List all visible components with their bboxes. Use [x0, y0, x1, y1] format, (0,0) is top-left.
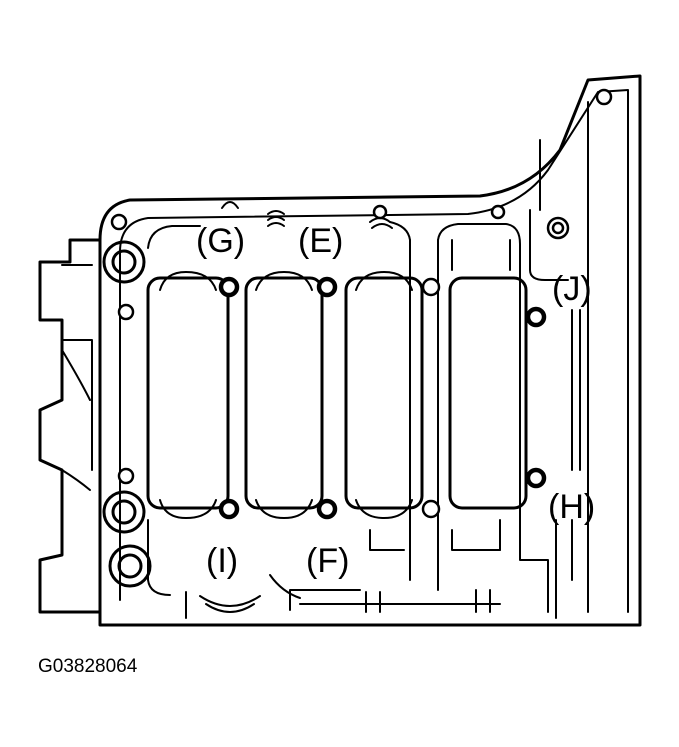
figure-id: G03828064 [38, 656, 138, 677]
leader-lines [571, 309, 581, 581]
bolts [218, 276, 547, 520]
bearing-cap-3 [344, 276, 424, 510]
hole [421, 277, 441, 297]
left-end-plate [38, 238, 102, 614]
bolt-e [316, 276, 338, 298]
callout-j: (J) [552, 270, 592, 308]
callout-g: (G) [196, 222, 245, 260]
bolt-h [525, 467, 547, 489]
block-ribs [147, 221, 549, 619]
bolt-f [316, 498, 338, 520]
hole [421, 499, 441, 519]
bearing-caps [146, 271, 528, 519]
bearing-cap-1 [146, 276, 230, 510]
bolt-j [525, 306, 547, 328]
holes [110, 88, 613, 519]
hole [110, 213, 128, 231]
block-outline [98, 74, 642, 627]
callout-e: (E) [298, 222, 343, 260]
callout-i: (I) [206, 542, 238, 580]
hole [551, 221, 565, 235]
bolt-i [218, 498, 240, 520]
hole [372, 204, 388, 220]
bolt-g [218, 276, 240, 298]
dowel-bosses [102, 240, 152, 588]
callout-f: (F) [306, 542, 349, 580]
hole [595, 88, 613, 106]
seal-marks [199, 201, 393, 613]
hole [117, 467, 135, 485]
hole [117, 303, 135, 321]
bearing-cap-2 [244, 276, 324, 510]
hole [490, 204, 506, 220]
bearing-cap-4 [448, 276, 528, 510]
callout-h: (H) [548, 488, 595, 526]
